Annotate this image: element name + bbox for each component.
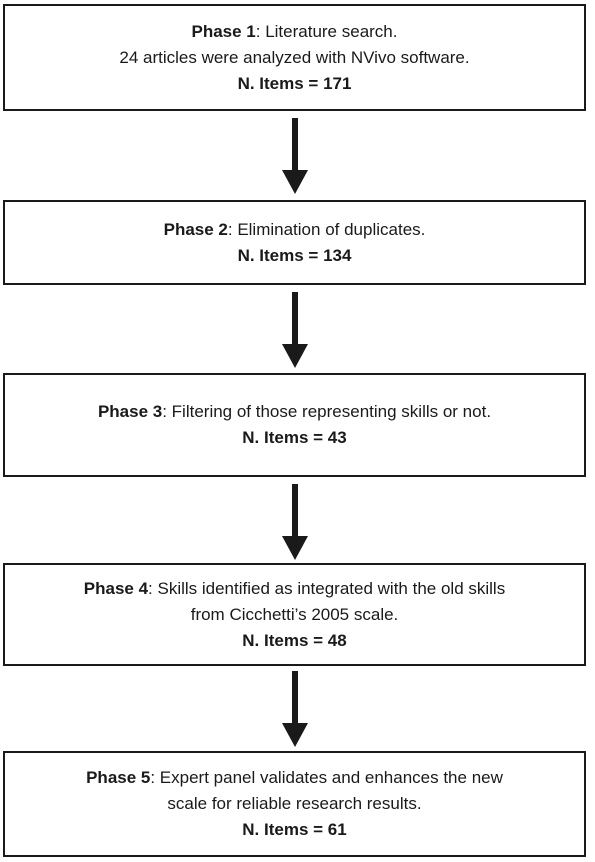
phase-2-desc-line1: : Elimination of duplicates. xyxy=(227,219,426,239)
phase-5-desc-line1: : Expert panel validates and enhances th… xyxy=(150,768,503,787)
phase-1-items: N. Items = 171 xyxy=(237,73,352,93)
phase-3-box: Phase 3: Filtering of those representing… xyxy=(3,373,586,477)
phase-5-desc-line2: scale for reliable research results. xyxy=(167,794,422,813)
phase-3-label: Phase 3 xyxy=(97,402,163,421)
phase-1-title-line: Phase 1: Literature search. xyxy=(191,19,397,45)
phase-4-title-line: Phase 4: Skills identified as integrated… xyxy=(84,576,505,602)
arrow-4-to-5 xyxy=(280,671,310,749)
arrow-1-to-2 xyxy=(280,118,310,196)
phase-3-title-line: Phase 3: Filtering of those representing… xyxy=(98,399,491,425)
phase-1-desc-line2: 24 articles were analyzed with NVivo sof… xyxy=(119,47,470,67)
phase-4-desc-line2: from Cicchetti’s 2005 scale. xyxy=(190,604,399,624)
phase-1-box: Phase 1: Literature search. 24 articles … xyxy=(3,4,586,111)
phase-5-label: Phase 5 xyxy=(86,768,151,787)
phase-5-title-line: Phase 5: Expert panel validates and enha… xyxy=(86,765,503,791)
phase-4-label: Phase 4 xyxy=(83,578,149,598)
phase-5-box: Phase 5: Expert panel validates and enha… xyxy=(3,751,586,857)
arrow-down-icon xyxy=(282,292,308,368)
phase-1-label: Phase 1 xyxy=(191,21,256,41)
arrow-down-icon xyxy=(282,671,308,747)
arrow-3-to-4 xyxy=(280,484,310,562)
phase-4-items: N. Items = 48 xyxy=(242,630,347,650)
phase-2-title-line: Phase 2: Elimination of duplicates. xyxy=(164,217,426,243)
phase-3-items: N. Items = 43 xyxy=(242,428,347,447)
phase-5-items: N. Items = 61 xyxy=(242,820,347,839)
phase-1-desc-line1: : Literature search. xyxy=(255,21,398,41)
arrow-down-icon xyxy=(282,118,308,194)
phase-2-box: Phase 2: Elimination of duplicates. N. I… xyxy=(3,200,586,285)
phase-2-label: Phase 2 xyxy=(163,219,228,239)
phase-2-items: N. Items = 134 xyxy=(237,245,352,265)
arrow-2-to-3 xyxy=(280,292,310,370)
phase-3-desc-line1: : Filtering of those representing skills… xyxy=(162,402,492,421)
phase-4-desc-line1: : Skills identified as integrated with t… xyxy=(148,578,506,598)
phase-4-box: Phase 4: Skills identified as integrated… xyxy=(3,563,586,666)
arrow-down-icon xyxy=(282,484,308,560)
